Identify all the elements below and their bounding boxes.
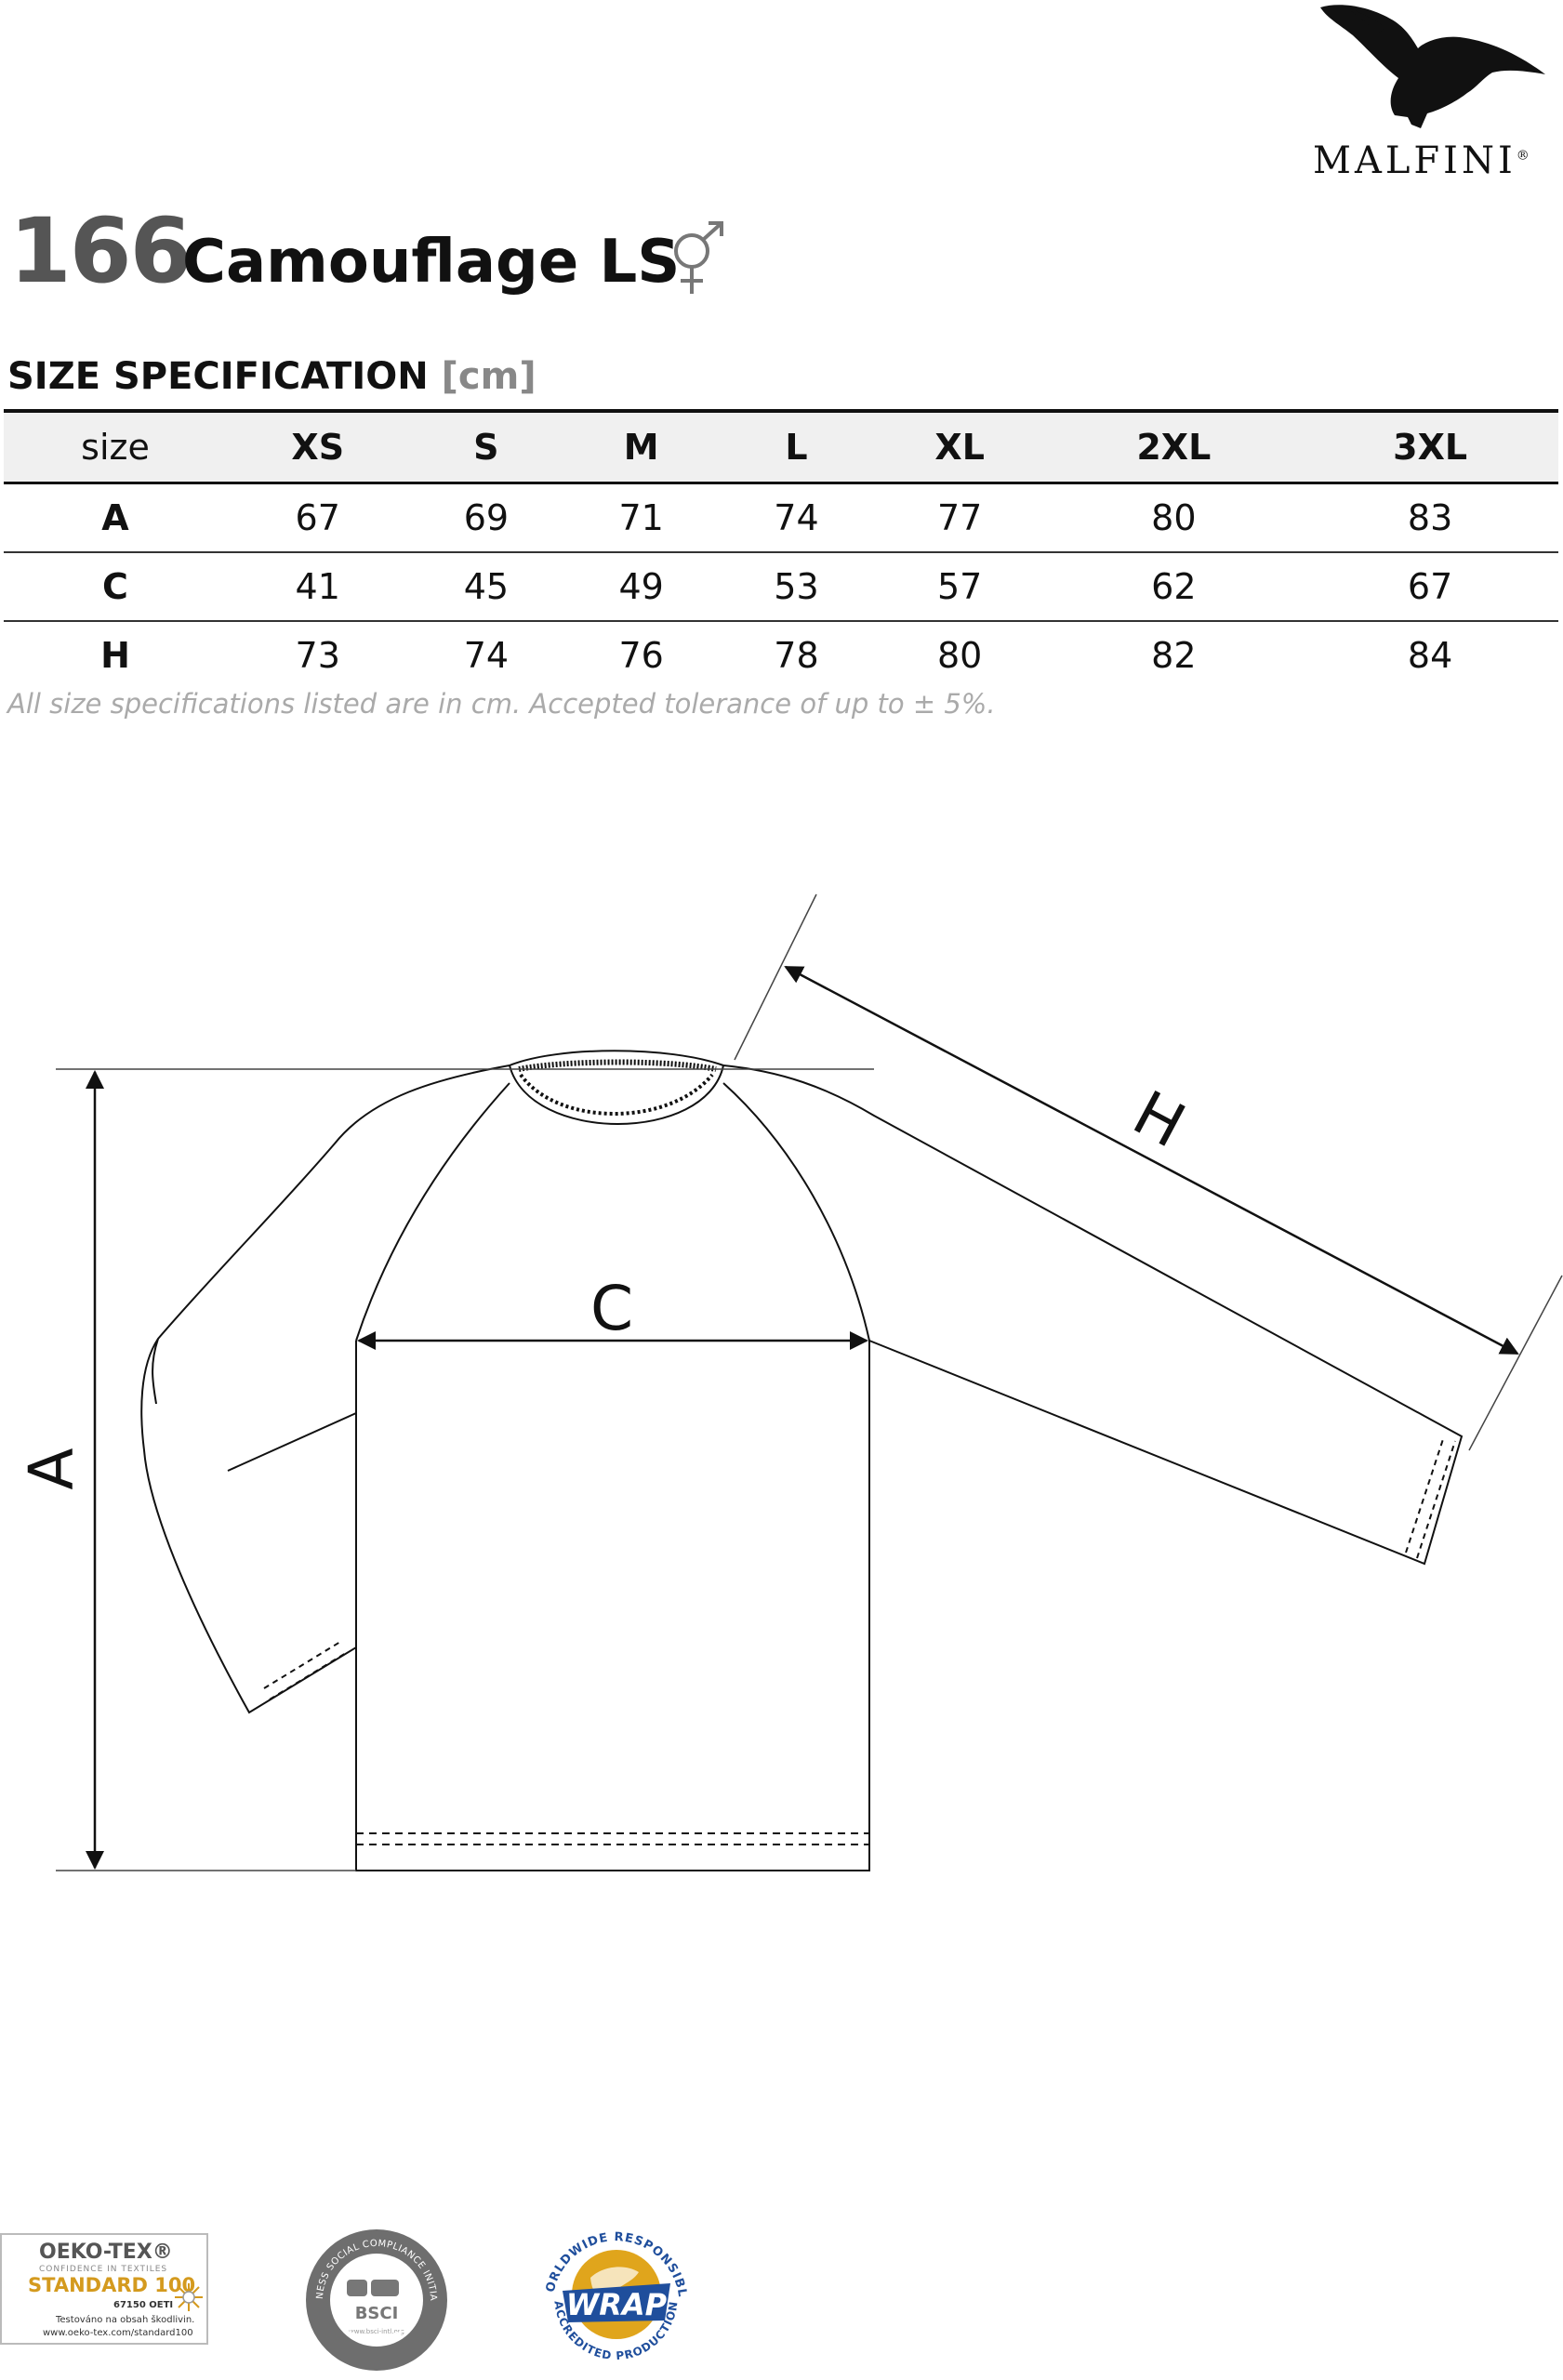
row-label: C — [102, 566, 128, 607]
tolerance-note: All size specifications listed are in cm… — [7, 688, 996, 720]
unisex-gender-icon — [674, 221, 723, 294]
wrap-badge: WORLDWIDE RESPONSIBLE WRAP ACCREDITED PR… — [535, 2213, 688, 2362]
brand-wordmark: MALFINI® — [1313, 139, 1533, 182]
size-header-xs: XS — [227, 411, 409, 483]
garment-measurement-diagram: A C H — [16, 893, 1563, 1871]
oeko-title: OEKO-TEX® — [39, 2241, 173, 2264]
oeko-standard: STANDARD 100 — [28, 2274, 196, 2296]
table-row: C 41 45 49 53 57 62 67 — [4, 552, 1558, 621]
oeko-flower-icon — [175, 2283, 203, 2311]
table-row: A 67 69 71 74 77 80 83 — [4, 483, 1558, 552]
table-cell: 71 — [618, 497, 664, 538]
table-cell: 45 — [463, 566, 510, 607]
product-number: 166 — [9, 199, 192, 303]
table-cell: 73 — [295, 635, 340, 676]
product-name: Camouflage LS — [182, 228, 681, 297]
table-cell: 49 — [618, 566, 664, 607]
table-cell: 83 — [1407, 497, 1453, 538]
wrap-center-text: WRAP — [566, 2287, 668, 2322]
row-label: A — [101, 497, 129, 538]
bsci-badge: BUSINESS SOCIAL COMPLIANCE INITIATIVE BS… — [302, 2226, 447, 2371]
size-spec-heading: SIZE SPECIFICATION [cm] — [7, 355, 536, 398]
table-cell: 80 — [936, 635, 983, 676]
malfini-eagle-logo — [1320, 5, 1545, 128]
size-header-s: S — [408, 411, 564, 483]
oeko-line2: www.oeko-tex.com/standard100 — [43, 2328, 193, 2338]
dimension-label-a: A — [16, 1448, 87, 1489]
table-cell: 82 — [1151, 635, 1197, 676]
bsci-center-text: BSCI — [355, 2304, 399, 2323]
oeko-subtitle: CONFIDENCE IN TEXTILES — [39, 2265, 168, 2274]
table-cell: 53 — [774, 566, 819, 607]
size-header-l: L — [719, 411, 874, 483]
row-label: H — [100, 635, 130, 676]
table-cell: 80 — [1151, 497, 1197, 538]
table-cell: 77 — [936, 497, 983, 538]
table-cell: 41 — [295, 566, 340, 607]
table-cell: 67 — [295, 497, 340, 538]
table-cell: 76 — [618, 635, 664, 676]
oeko-line1: Testováno na obsah škodlivin. — [56, 2315, 195, 2325]
table-cell: 67 — [1407, 566, 1453, 607]
table-cell: 78 — [774, 635, 819, 676]
table-cell: 69 — [463, 497, 510, 538]
oeko-tex-badge: OEKO-TEX® CONFIDENCE IN TEXTILES STANDAR… — [0, 2233, 208, 2345]
bsci-hands-icon — [347, 2280, 399, 2296]
table-cell: 84 — [1407, 635, 1453, 676]
table-row: H 73 74 76 78 80 82 84 — [4, 621, 1558, 689]
bsci-url: www.bsci-intl.org — [349, 2328, 404, 2335]
guide-lines — [56, 893, 1563, 1871]
size-header-3xl: 3XL — [1302, 411, 1558, 483]
unit-label: [cm] — [441, 355, 536, 398]
size-header-m: M — [563, 411, 720, 483]
table-cell: 74 — [774, 497, 819, 538]
shirt-outline — [140, 1050, 1464, 1871]
dimension-label-c: C — [590, 1273, 633, 1344]
dimension-arrow-h — [784, 965, 1519, 1355]
size-header-xl: XL — [873, 411, 1046, 483]
table-cell: 57 — [936, 566, 983, 607]
size-header-2xl: 2XL — [1045, 411, 1303, 483]
table-cell: 74 — [463, 635, 510, 676]
size-header: size — [4, 411, 227, 483]
table-cell: 62 — [1151, 566, 1197, 607]
oeko-code: 67150 OETI — [113, 2300, 174, 2310]
table-header-row: size XS S M L XL 2XL 3XL — [4, 411, 1558, 483]
size-table: size XS S M L XL 2XL 3XL A 67 69 71 74 7… — [4, 409, 1558, 689]
